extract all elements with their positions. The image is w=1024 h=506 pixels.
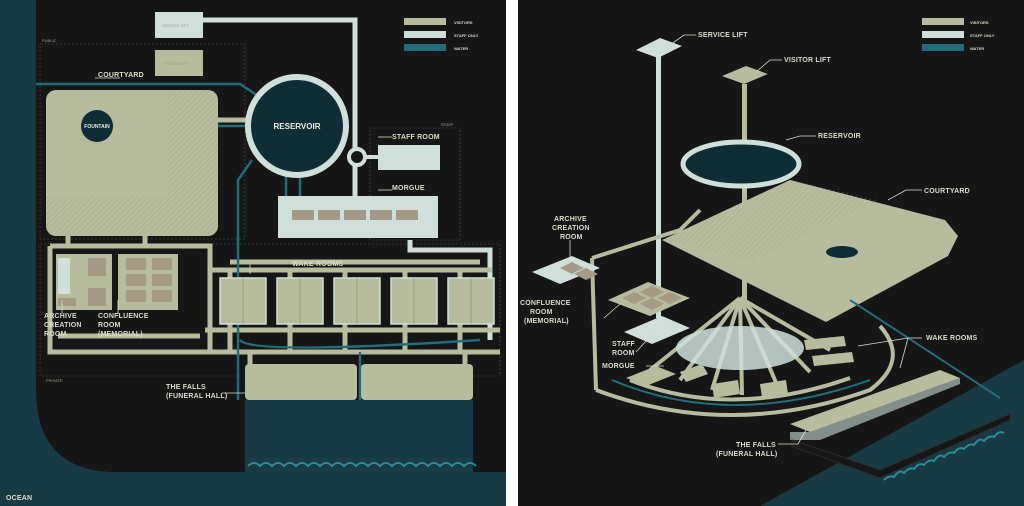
axon-staff-label-1: STAFF [612, 341, 636, 348]
axon-legend-visitors-swatch [922, 18, 964, 25]
fountain-label: FOUNTAIN [84, 124, 110, 130]
axon-legend: VISITORS STAFF ONLY WATER [922, 18, 995, 51]
archive-tiles [58, 258, 106, 306]
plan-legend-visitors-swatch [404, 18, 446, 25]
visitor-lift-platform [722, 66, 768, 84]
axon-archive-label-3: ROOM [560, 234, 583, 241]
visitor-corridors [47, 117, 500, 370]
plan-legend-water: WATER [454, 46, 468, 51]
falls-label-1: THE FALLS [166, 384, 206, 391]
axon-legend-water: WATER [970, 46, 984, 51]
axon-confluence-room [608, 282, 690, 316]
axon-wake-rooms-label: WAKE ROOMS [926, 335, 978, 342]
axon-falls-base [791, 413, 1011, 479]
axon-confluence-label-1: CONFLUENCE [520, 300, 571, 307]
axon-legend-staff-swatch [922, 31, 964, 38]
reservoir-valve [347, 147, 367, 167]
visitor-lift-plan-label: VISITOR LIFT [164, 61, 190, 66]
axon-archive-tiles [560, 262, 598, 280]
axon-legend-visitors: VISITORS [970, 20, 989, 25]
service-lift-plan-label: SERVICE LIFT [162, 23, 189, 28]
reservoir [245, 74, 349, 178]
confluence-label-2: ROOM [98, 322, 121, 329]
morgue-drawers [292, 210, 418, 220]
axon-courtyard-ramp [662, 180, 878, 262]
service-lift-shaft [656, 56, 661, 318]
confluence-label-3: (MEMORIAL) [98, 331, 143, 338]
visitor-lift-box [155, 50, 203, 76]
ocean-label: OCEAN [6, 495, 32, 502]
falls-hall-left [245, 364, 357, 400]
falls-waves [247, 462, 477, 468]
reservoir-label: RESERVOIR [274, 122, 321, 131]
plan-legend-staff: STAFF ONLY [454, 33, 479, 38]
axon-falls-label-2: (FUNERAL HALL) [716, 451, 777, 458]
staff-room-label: STAFF ROOM [392, 134, 440, 141]
archive-label-3: ROOM [44, 331, 67, 338]
axon-service-lift-label: SERVICE LIFT [698, 32, 748, 39]
service-lift-box [155, 12, 203, 38]
axon-legend-staff: STAFF ONLY [970, 33, 995, 38]
plan-legend-water-swatch [404, 44, 446, 51]
plan-legend-staff-swatch [404, 31, 446, 38]
axon-wake-rooms [680, 336, 854, 398]
archive-staff-pod [58, 258, 70, 294]
morgue-label: MORGUE [392, 185, 425, 192]
wake-room-dividers [242, 278, 472, 324]
axon-legend-water-swatch [922, 44, 964, 51]
axon-archive-label-1: ARCHIVE [554, 216, 587, 223]
axon-water-lines [611, 299, 1001, 406]
wake-rooms-label: WAKE ROOMS [292, 261, 344, 268]
axon-confluence-label-3: (MEMORIAL) [524, 318, 569, 325]
axon-ocean [760, 360, 1024, 506]
axon-falls-label-1: THE FALLS [736, 442, 776, 449]
courtyard-label: COURTYARD [98, 72, 144, 79]
axon-courtyard-label: COURTYARD [924, 188, 970, 195]
axon-reservoir [680, 139, 802, 189]
plan-panel: PUBLIC STAFF PRIVATE [0, 0, 506, 506]
axon-falls-waves [883, 431, 1005, 481]
private-zone-label: PRIVATE [46, 378, 63, 383]
staff-zone-outline [369, 127, 461, 241]
staff-room-block [378, 145, 440, 170]
axon-staff-room [624, 316, 690, 344]
axon-archive-label-2: CREATION [552, 225, 590, 232]
visitor-lift-shaft [742, 84, 747, 304]
public-zone-label: PUBLIC [42, 38, 57, 43]
falls-pool [245, 400, 473, 472]
archive-label-2: CREATION [44, 322, 82, 329]
axon-visitor-lift-label: VISITOR LIFT [784, 57, 832, 64]
plan-legend: VISITORS STAFF ONLY WATER [404, 18, 479, 51]
falls-label-2: (FUNERAL HALL) [166, 393, 227, 400]
axon-confluence-label-2: ROOM [530, 309, 553, 316]
axon-falls-slab [790, 370, 960, 432]
axon-fountain [826, 246, 858, 258]
ocean-area [0, 0, 506, 506]
service-lift-platform [636, 38, 682, 58]
archive-label-1: ARCHIVE [44, 313, 77, 320]
staff-zone-label: STAFF [441, 122, 454, 127]
axon-staff-label-2: ROOM [612, 350, 635, 357]
axon-reservoir-label: RESERVOIR [818, 133, 861, 140]
fountain [81, 110, 113, 142]
confluence-tiles [126, 258, 172, 302]
axon-morgue-block [626, 366, 676, 386]
axon-falls-edge [790, 378, 960, 440]
confluence-label-1: CONFLUENCE [98, 313, 149, 320]
plan-legend-visitors: VISITORS [454, 20, 473, 25]
axon-panel: SERVICE LIFT VISITOR LIFT RESERVOIR COUR… [518, 0, 1024, 506]
axon-morgue-ring [676, 326, 804, 370]
falls-hall-right [361, 364, 473, 400]
axon-confluence-tiles [622, 286, 682, 310]
courtyard-ramp-hatch [46, 90, 218, 236]
axon-morgue-label: MORGUE [602, 363, 635, 370]
axon-structure [590, 208, 895, 417]
axon-leaders [569, 34, 922, 445]
